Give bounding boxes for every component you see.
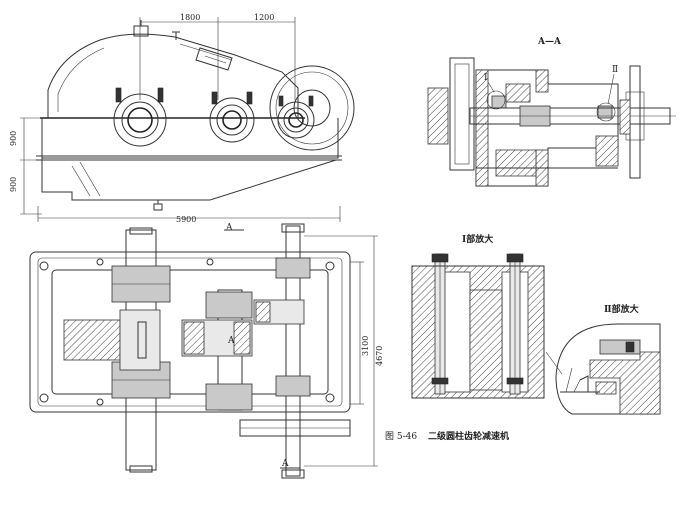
- bearing-cap-left: [113, 87, 167, 147]
- section-label: A—A: [537, 37, 562, 47]
- dim-900-upper: 900: [9, 131, 18, 146]
- center-mark-a: A: [227, 336, 235, 346]
- detail-1-title: Ⅰ部放大: [462, 233, 493, 245]
- plan-view: A 3100 4670 A: [29, 223, 384, 479]
- dim-4670: 4670: [375, 346, 384, 366]
- detail-2-title: Ⅱ部放大: [604, 303, 639, 315]
- dim-900-lower: 900: [9, 177, 18, 192]
- figure-caption: 图 5-46 二级圆柱齿轮减速机: [385, 430, 509, 442]
- dim-1200: 1200: [254, 13, 274, 22]
- bearing-cap-right: [277, 95, 315, 139]
- cut-mark-a-bottom: A: [281, 459, 289, 469]
- caption-number: 图 5-46: [385, 431, 417, 442]
- detail-1-enlarged: Ⅰ部放大: [411, 233, 545, 399]
- dim-3100: 3100: [361, 336, 370, 356]
- bearing-cap-middle: [209, 91, 255, 143]
- detail-2-marker: Ⅱ: [612, 65, 618, 75]
- front-elevation-view: 1800 1200: [9, 13, 355, 233]
- detail-2-enlarged: Ⅱ部放大: [545, 303, 661, 415]
- cut-mark-a-top: A: [225, 223, 233, 233]
- dim-1800: 1800: [180, 13, 200, 22]
- section-a-a-view: A—A Ⅰ Ⅱ: [427, 37, 676, 187]
- dim-5900: 5900: [176, 215, 196, 224]
- detail-1-marker: Ⅰ: [484, 73, 488, 83]
- caption-text: 二级圆柱齿轮减速机: [428, 430, 509, 442]
